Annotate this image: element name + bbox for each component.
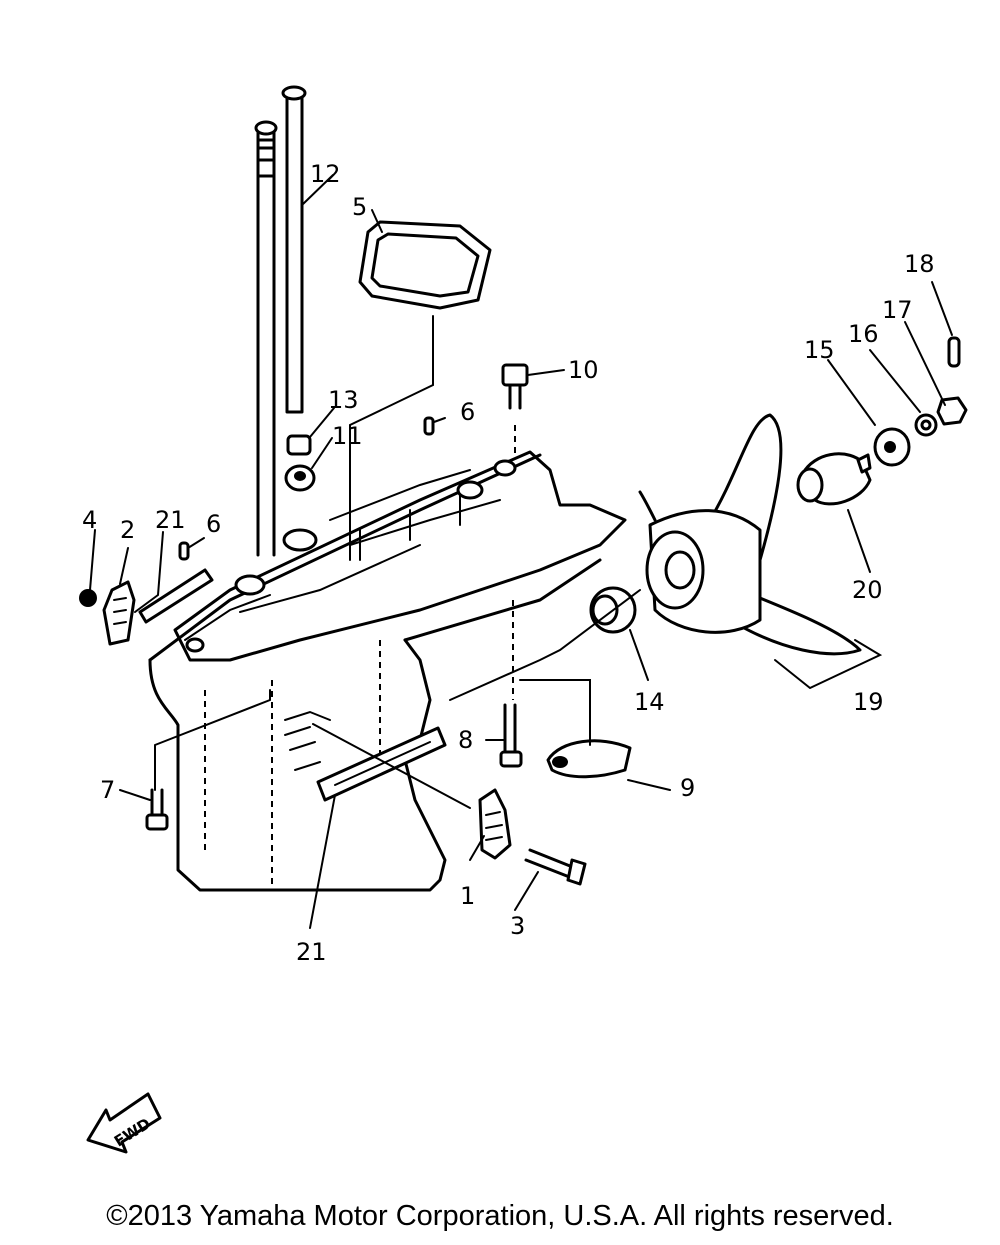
- callout-4: 4: [82, 506, 97, 534]
- callout-10: 10: [568, 356, 599, 384]
- anode-clip-1: [478, 788, 512, 860]
- callout-9: 9: [680, 774, 695, 802]
- callout-7: 7: [100, 776, 115, 804]
- collar-13: [286, 434, 312, 456]
- callout-13: 13: [328, 386, 359, 414]
- callout-3: 3: [510, 912, 525, 940]
- leader-lines: [89, 174, 953, 929]
- callout-labels: 12 5 13 11 6 10 4 2 21 6 7 8 9 1 3 21 14…: [82, 160, 935, 966]
- lower-case-housing: [148, 450, 627, 892]
- spacer-20: [796, 452, 872, 506]
- callout-11: 11: [332, 422, 363, 450]
- callout-20: 20: [852, 576, 883, 604]
- decal-21-side: [316, 726, 447, 802]
- washer-16: [914, 413, 938, 437]
- propeller-19: [638, 413, 862, 656]
- nut-4: [79, 589, 97, 607]
- callout-16: 16: [848, 320, 879, 348]
- trim-tab-9: [546, 739, 632, 779]
- callout-8: 8: [458, 726, 473, 754]
- callout-12: 12: [310, 160, 341, 188]
- callout-15: 15: [804, 336, 835, 364]
- gasket-5: [358, 220, 492, 310]
- callout-17: 17: [882, 296, 913, 324]
- bolt-8: [499, 703, 523, 768]
- pin-6-left: [178, 541, 190, 561]
- decal-21-top: [138, 568, 214, 624]
- bolt-10: [501, 363, 529, 410]
- drive-shaft: [254, 120, 278, 557]
- callout-5: 5: [352, 193, 367, 221]
- callout-6-top: 6: [460, 398, 475, 426]
- spacer-14: [589, 586, 637, 634]
- cotter-pin-18: [947, 336, 961, 368]
- trim-tab-clip-2: [102, 580, 136, 646]
- shift-rod-12: [281, 85, 307, 414]
- nut-17: [936, 396, 968, 426]
- callout-14: 14: [634, 688, 665, 716]
- callout-2: 2: [120, 516, 135, 544]
- callout-1: 1: [460, 882, 475, 910]
- plate-mark: [284, 710, 331, 771]
- callout-21-top: 21: [155, 506, 186, 534]
- washer-15: [873, 427, 911, 467]
- bolt-7: [145, 788, 169, 831]
- pin-6-top: [423, 416, 435, 436]
- callout-18: 18: [904, 250, 935, 278]
- copyright-notice: ©2013 Yamaha Motor Corporation, U.S.A. A…: [106, 1200, 894, 1232]
- callout-21-bottom: 21: [296, 938, 327, 966]
- callout-19: 19: [853, 688, 884, 716]
- grommet-11: [284, 464, 316, 492]
- bolt-3: [524, 848, 587, 886]
- fwd-direction-arrow: FWD: [86, 1092, 162, 1154]
- callout-6-left: 6: [206, 510, 221, 538]
